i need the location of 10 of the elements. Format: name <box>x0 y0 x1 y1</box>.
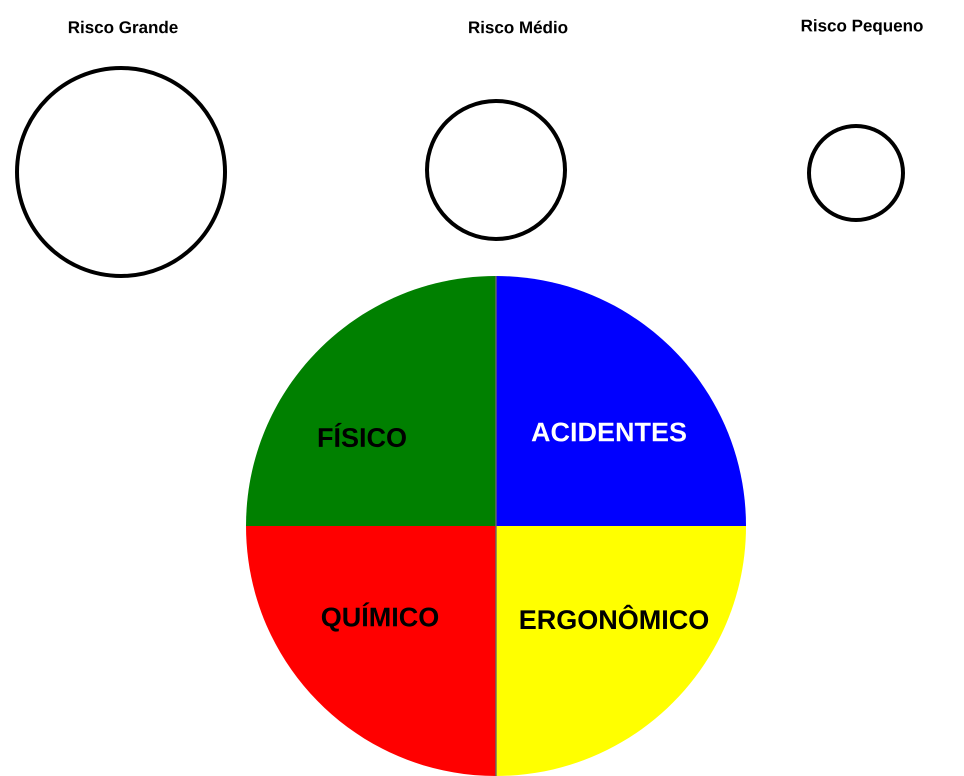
column-heading: Risco Pequeno <box>802 19 923 35</box>
risk-circle <box>15 66 227 278</box>
pie-slice: QUÍMICO <box>246 526 496 776</box>
column-heading: Risco Grande <box>68 20 178 34</box>
pie-slice: ERGONÔMICO <box>496 526 746 776</box>
pie-slice: FÍSICO <box>246 276 496 526</box>
pie-slice: ACIDENTES <box>496 276 746 526</box>
risk-circle <box>425 99 567 241</box>
risk-circle <box>807 124 905 222</box>
column-heading: Risco Médio <box>469 20 568 34</box>
